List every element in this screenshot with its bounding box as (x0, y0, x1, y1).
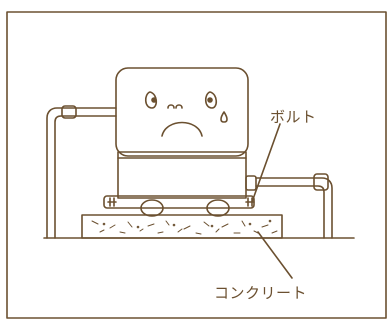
bolt-leader-line (251, 123, 281, 203)
pump-lower-body (117, 151, 247, 199)
pump-feet (103, 195, 255, 217)
pump-head (115, 67, 249, 157)
bolts (107, 197, 255, 207)
outer-frame (6, 11, 387, 319)
bolt-label: ボルト (270, 108, 317, 126)
concrete-leader-line (257, 231, 293, 279)
left-pipe (46, 105, 117, 239)
sad-face-icon (144, 91, 218, 137)
teardrop-icon (220, 111, 228, 123)
concrete-label: コンクリート (214, 284, 308, 302)
right-pipe (245, 173, 333, 239)
concrete-slab (81, 214, 283, 239)
